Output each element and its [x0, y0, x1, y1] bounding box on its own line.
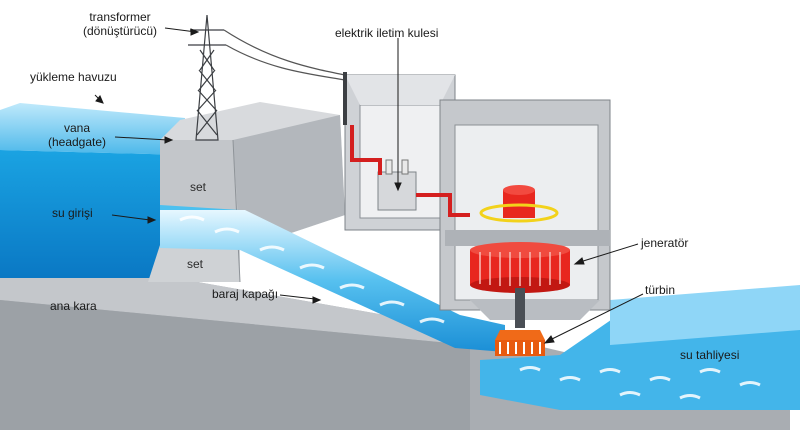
turbine [495, 288, 545, 356]
control-room [344, 74, 456, 231]
leader-lines [94, 27, 644, 344]
label-penstock: baraj kapağı [212, 287, 279, 301]
label-transmission-tower: elektrik iletim kulesi [335, 26, 439, 40]
label-turbine: türbin [645, 283, 676, 297]
transformer-box [377, 159, 417, 211]
label-headgate-line1: vana [63, 121, 91, 135]
outflow-water [480, 285, 800, 410]
label-outflow: su tahliyesi [680, 348, 740, 362]
label-intake: su girişi [52, 206, 93, 220]
label-reservoir: yükleme havuzu [30, 70, 117, 84]
label-dam-lower: set [187, 257, 204, 271]
generator [470, 185, 570, 293]
label-headgate: vana (headgate) [32, 121, 122, 149]
label-transformer-line1: transformer [89, 10, 151, 24]
label-transformer: transformer (dönüştürücü) [65, 10, 175, 38]
reservoir [0, 103, 185, 278]
label-generator: jeneratör [641, 236, 689, 250]
penstock-pipe [160, 210, 505, 352]
label-transformer-line2: (dönüştürücü) [82, 24, 158, 38]
power-wiring [350, 125, 470, 217]
transmission-tower [188, 14, 347, 141]
label-bedrock: ana kara [50, 299, 97, 313]
label-dam-upper: set [190, 180, 207, 194]
label-headgate-line2: (headgate) [47, 135, 107, 149]
